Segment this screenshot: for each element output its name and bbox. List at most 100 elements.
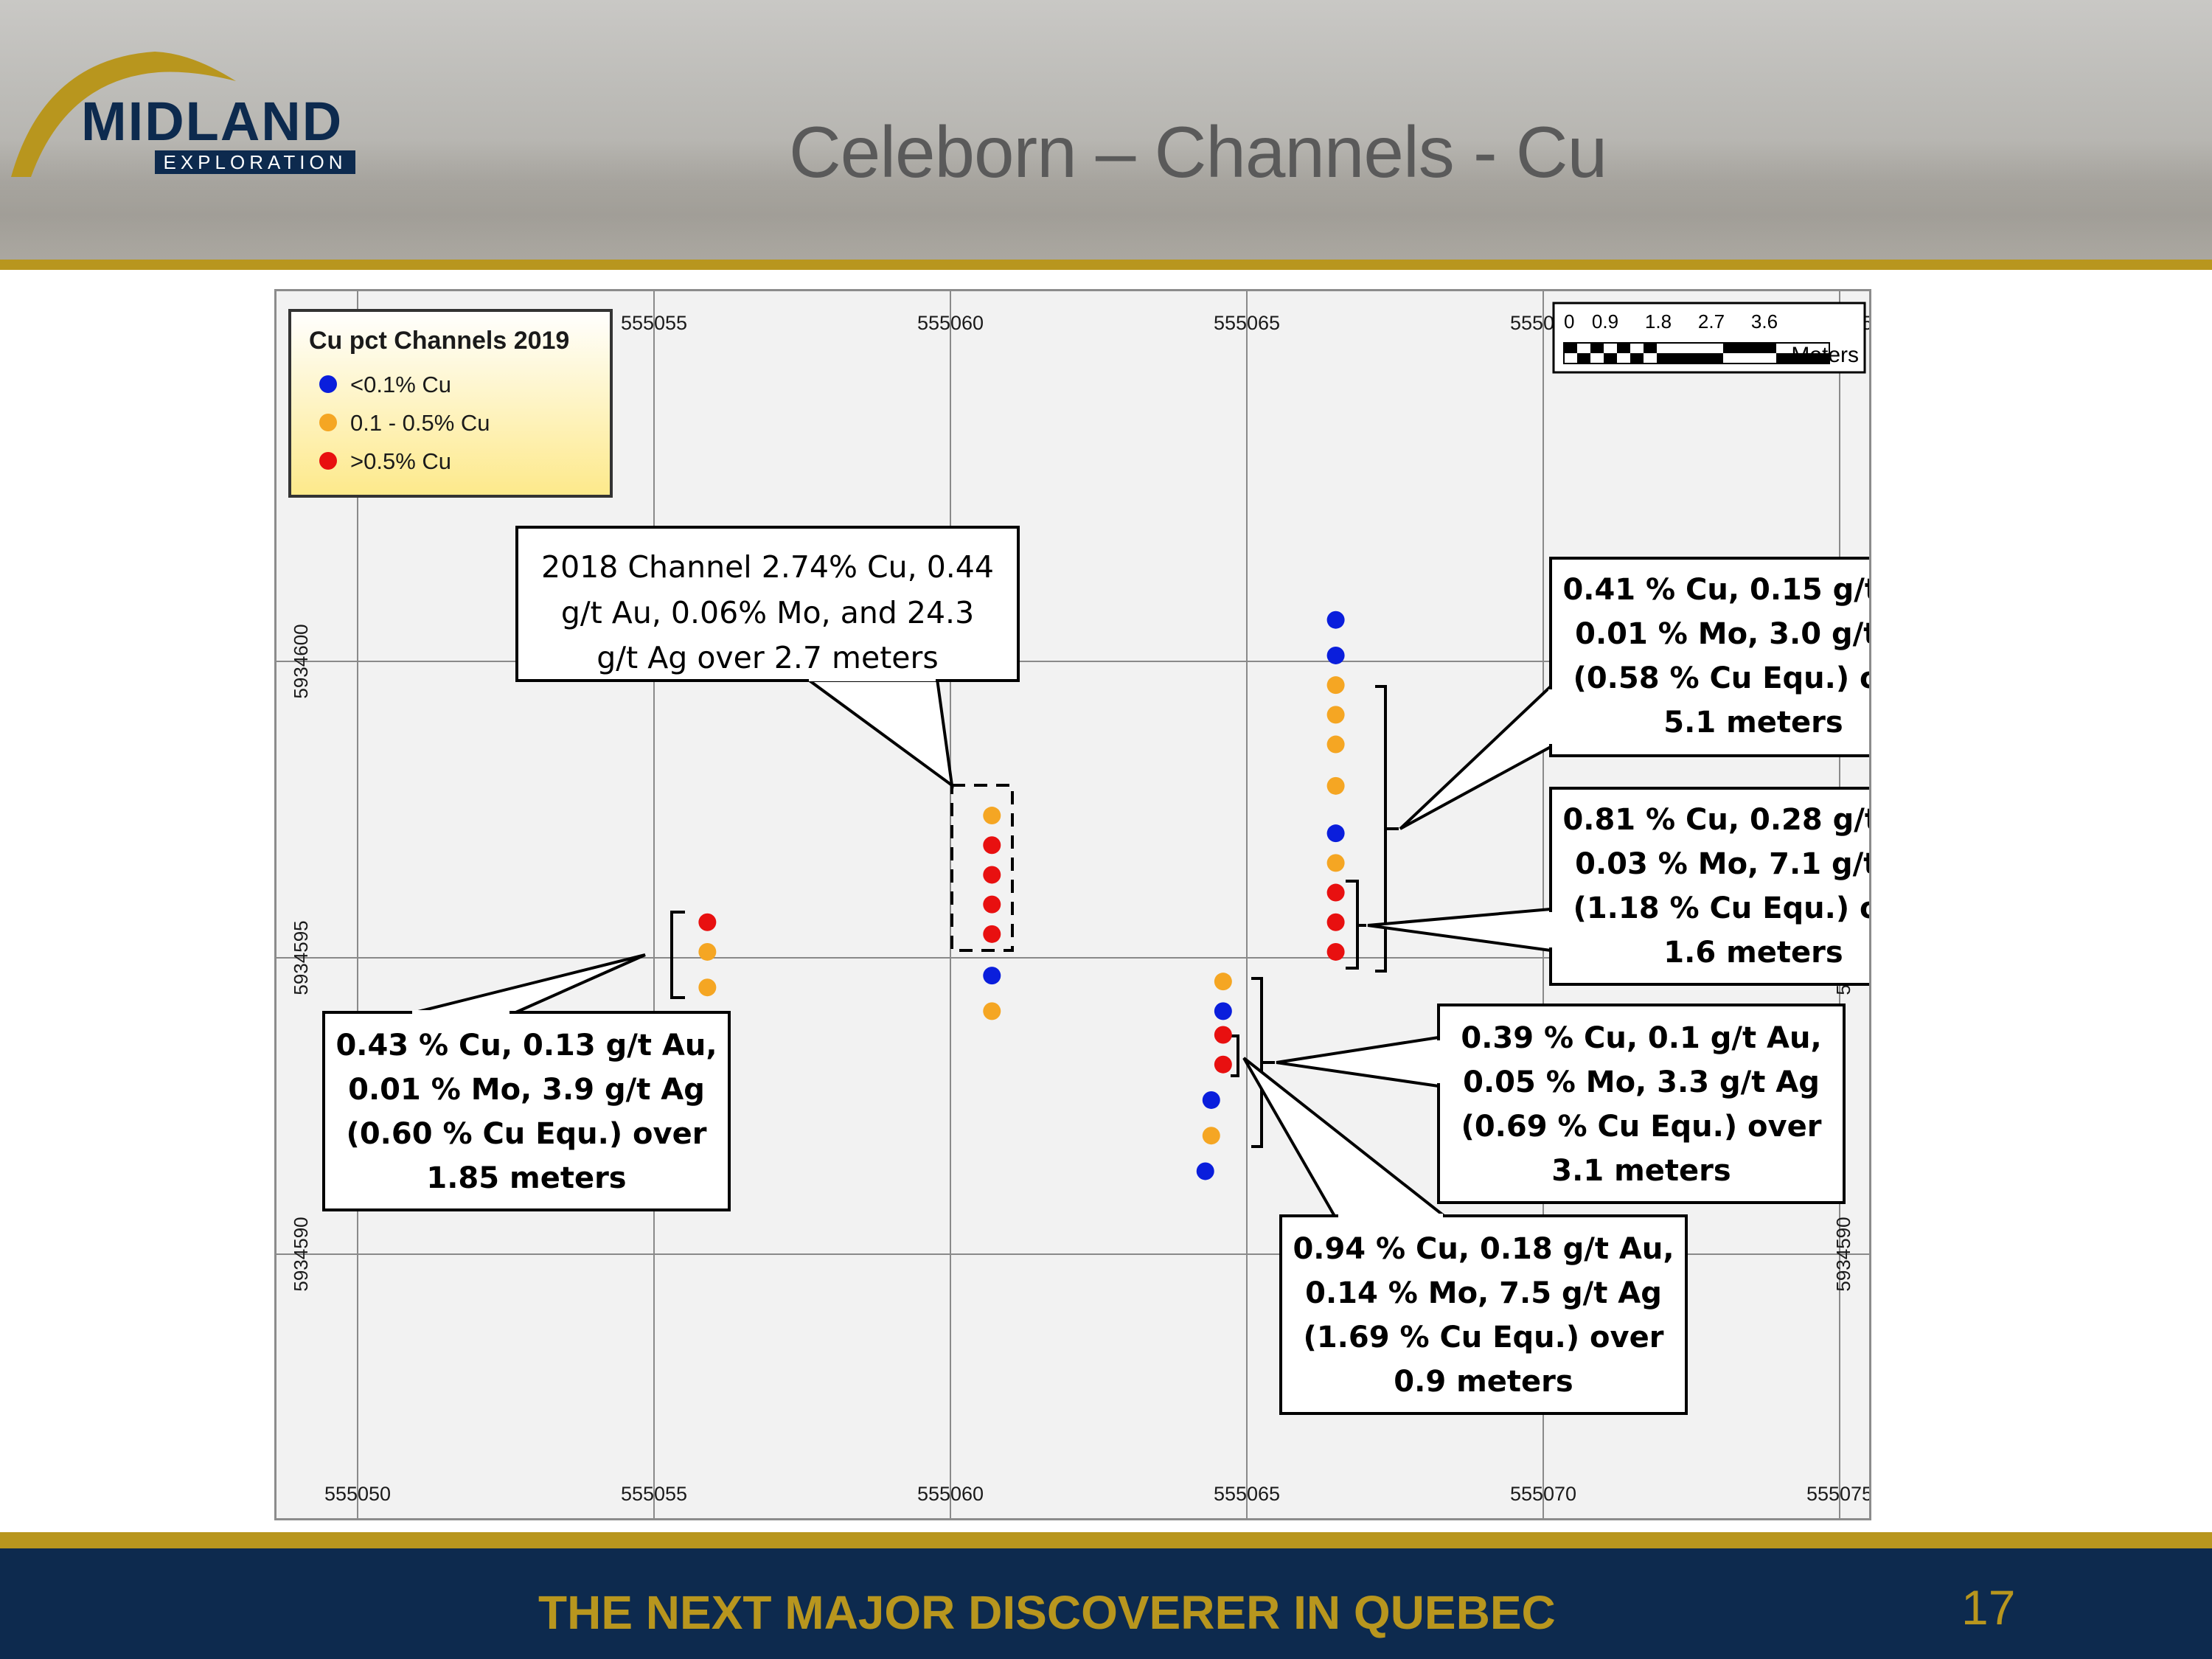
x-tick-label-top: 555060 — [917, 312, 984, 334]
footer-gold-rule — [0, 1532, 2212, 1548]
y-tick-label-left: 5934595 — [290, 920, 312, 995]
callout-d-line-4: 3.1 meters — [1551, 1154, 1731, 1188]
scale-check — [1604, 353, 1617, 364]
callout-d: 0.39 % Cu, 0.1 g/t Au, 0.05 % Mo, 3.3 g/… — [1276, 1004, 1846, 1204]
sample-point-low — [1202, 1091, 1220, 1109]
x-tick-label-top: 555065 — [1214, 312, 1280, 334]
callout-b-line-4: 1.6 meters — [1663, 936, 1843, 970]
sample-point-mid — [1202, 1127, 1220, 1145]
x-tick-label-bottom: 555050 — [324, 1483, 391, 1505]
map-canvas: 5550505550505550555550555550605550605550… — [276, 291, 1958, 1518]
callout-d-line-3: (0.69 % Cu Equ.) over — [1461, 1110, 1822, 1144]
sample-point-low — [1326, 824, 1345, 843]
scale-tick-0: 0 — [1564, 310, 1574, 333]
callout-a-line-1: 0.41 % Cu, 0.15 g/t Au, — [1562, 573, 1869, 607]
company-logo: MIDLAND EXPLORATION — [11, 52, 355, 177]
callout-d-box — [1437, 1004, 1846, 1204]
callout-a-line-3: (0.58 % Cu Equ.) over — [1573, 661, 1869, 695]
bracket-c — [670, 911, 685, 999]
logo-sub-text: EXPLORATION — [163, 151, 347, 173]
sample-point-high — [1326, 913, 1345, 931]
callout-2018-line-3: g/t Ag over 2.7 meters — [597, 640, 938, 675]
y-tick-label-left: 5934600 — [290, 624, 312, 698]
x-tick-label-bottom: 555060 — [917, 1483, 984, 1505]
sample-point-low — [1196, 1162, 1214, 1180]
callouts: 2018 Channel 2.74% Cu, 0.44 g/t Au, 0.06… — [322, 526, 1958, 1415]
scale-segment — [1723, 343, 1776, 353]
sample-point-high — [983, 925, 1001, 943]
scale-outline — [1563, 342, 1830, 364]
sample-point-high — [1326, 942, 1345, 961]
scale-check — [1577, 353, 1590, 364]
callout-e-line-1: 0.94 % Cu, 0.18 g/t Au, — [1293, 1232, 1674, 1266]
logo-main-text: MIDLAND — [81, 91, 343, 152]
scale-unit: Meters — [1791, 343, 1859, 367]
callout-e-line-4: 0.9 meters — [1394, 1365, 1573, 1399]
channel-2018-dashed-box — [950, 784, 1014, 952]
scale-bar: 0 0.9 1.8 2.7 3.6 Meters — [1552, 302, 1866, 374]
callout-c-box — [322, 1011, 731, 1211]
x-tick-label-bottom: 555075 — [1806, 1483, 1869, 1505]
callout-b-line-3: (1.18 % Cu Equ.) over — [1573, 891, 1869, 925]
scale-check — [1644, 343, 1657, 353]
sample-point-low — [983, 967, 1001, 985]
sample-point-mid — [1214, 973, 1232, 991]
sample-point-mid — [1326, 706, 1345, 724]
page-title: Celeborn – Channels - Cu — [789, 111, 1607, 192]
x-tick-label-top: 555055 — [621, 312, 687, 334]
header-gold-rule — [0, 260, 2212, 270]
interval-brackets — [670, 685, 1399, 1148]
sample-point-low — [1214, 1002, 1232, 1020]
bracket-d — [1251, 977, 1263, 1148]
callout-c-line-2: 0.01 % Mo, 3.9 g/t Ag — [348, 1073, 705, 1107]
sample-point-mid — [698, 978, 717, 997]
scale-segment — [1776, 353, 1829, 364]
channel-samples — [698, 611, 1345, 1180]
sample-point-high — [983, 895, 1001, 914]
sample-point-mid — [698, 942, 717, 961]
scale-check — [1657, 353, 1670, 364]
callout-e-pointer — [1242, 1057, 1447, 1219]
callout-2018-pointer — [806, 678, 954, 789]
footer-band — [0, 1532, 2212, 1659]
legend-box — [288, 309, 613, 498]
scale-segment — [1670, 353, 1723, 364]
callout-2018-line-1: 2018 Channel 2.74% Cu, 0.44 — [541, 549, 994, 585]
sample-point-mid — [983, 1002, 1001, 1020]
legend-label-mid: 0.1 - 0.5% Cu — [350, 410, 490, 436]
bracket-e — [1231, 1034, 1239, 1077]
callout-c-line-4: 1.85 meters — [426, 1161, 626, 1195]
callout-e-line-3: (1.69 % Cu Equ.) over — [1304, 1321, 1664, 1354]
sample-point-low — [1326, 611, 1345, 629]
x-tick-label-bottom: 555055 — [621, 1483, 687, 1505]
legend: Cu pct Channels 2019 <0.1% Cu 0.1 - 0.5%… — [288, 309, 613, 498]
sample-point-mid — [1326, 676, 1345, 695]
callout-b-pointer — [1367, 908, 1551, 952]
header-banner — [0, 0, 2212, 262]
footer-tagline: THE NEXT MAJOR DISCOVERER IN QUEBEC — [538, 1586, 1556, 1639]
scale-tick-4: 3.6 — [1751, 310, 1778, 333]
sample-point-mid — [1326, 735, 1345, 754]
y-tick-label-left: 5934590 — [290, 1217, 312, 1291]
channel-map: 5550505550505550555550555550605550605550… — [274, 289, 1958, 1520]
callout-c-line-1: 0.43 % Cu, 0.13 g/t Au, — [335, 1029, 717, 1062]
legend-label-high: >0.5% Cu — [350, 448, 451, 474]
sample-point-mid — [983, 807, 1001, 825]
legend-swatch-high — [319, 452, 337, 470]
sample-point-high — [983, 836, 1001, 855]
sample-point-high — [1326, 883, 1345, 902]
sample-point-low — [1326, 646, 1345, 664]
scale-tick-2: 1.8 — [1645, 310, 1672, 333]
callout-e-line-2: 0.14 % Mo, 7.5 g/t Ag — [1305, 1276, 1662, 1310]
callout-d-pointer — [1276, 1036, 1439, 1088]
callout-b-line-2: 0.03 % Mo, 7.1 g/t Ag — [1575, 847, 1869, 881]
callout-2018-box — [515, 526, 1020, 682]
scale-check — [1617, 343, 1630, 353]
callout-b-line-1: 0.81 % Cu, 0.28 g/t Au, — [1562, 803, 1869, 837]
callout-a-pointer — [1399, 685, 1552, 830]
sample-point-high — [983, 866, 1001, 884]
page-number: 17 — [1961, 1580, 2016, 1635]
legend-label-low: <0.1% Cu — [350, 372, 451, 397]
callout-2018-line-2: g/t Au, 0.06% Mo, and 24.3 — [561, 595, 974, 630]
callout-2018: 2018 Channel 2.74% Cu, 0.44 g/t Au, 0.06… — [515, 526, 1020, 789]
